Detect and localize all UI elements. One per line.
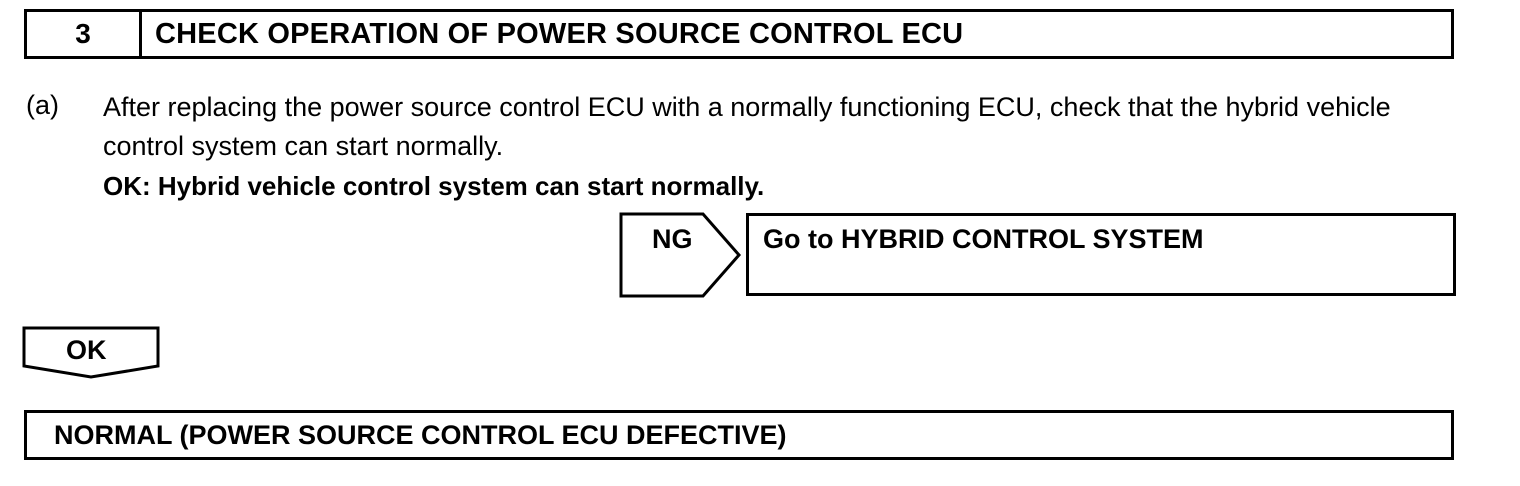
instruction-label: (a) xyxy=(26,90,59,120)
ok-label: OK xyxy=(66,335,107,365)
ng-label: NG xyxy=(652,224,693,254)
ng-arrow-icon xyxy=(619,212,741,298)
step-title: CHECK OPERATION OF POWER SOURCE CONTROL … xyxy=(155,17,964,50)
result-text: NORMAL (POWER SOURCE CONTROL ECU DEFECTI… xyxy=(54,420,787,450)
step-number: 3 xyxy=(27,12,142,56)
ok-criteria: OK: Hybrid vehicle control system can st… xyxy=(103,171,765,201)
result-box xyxy=(24,410,1454,460)
step-header: 3 CHECK OPERATION OF POWER SOURCE CONTRO… xyxy=(24,9,1454,59)
ok-arrow-icon xyxy=(22,326,160,379)
ng-result-box xyxy=(746,213,1456,296)
instruction-text: After replacing the power source control… xyxy=(103,92,1391,161)
ng-result-text: Go to HYBRID CONTROL SYSTEM xyxy=(763,224,1204,254)
